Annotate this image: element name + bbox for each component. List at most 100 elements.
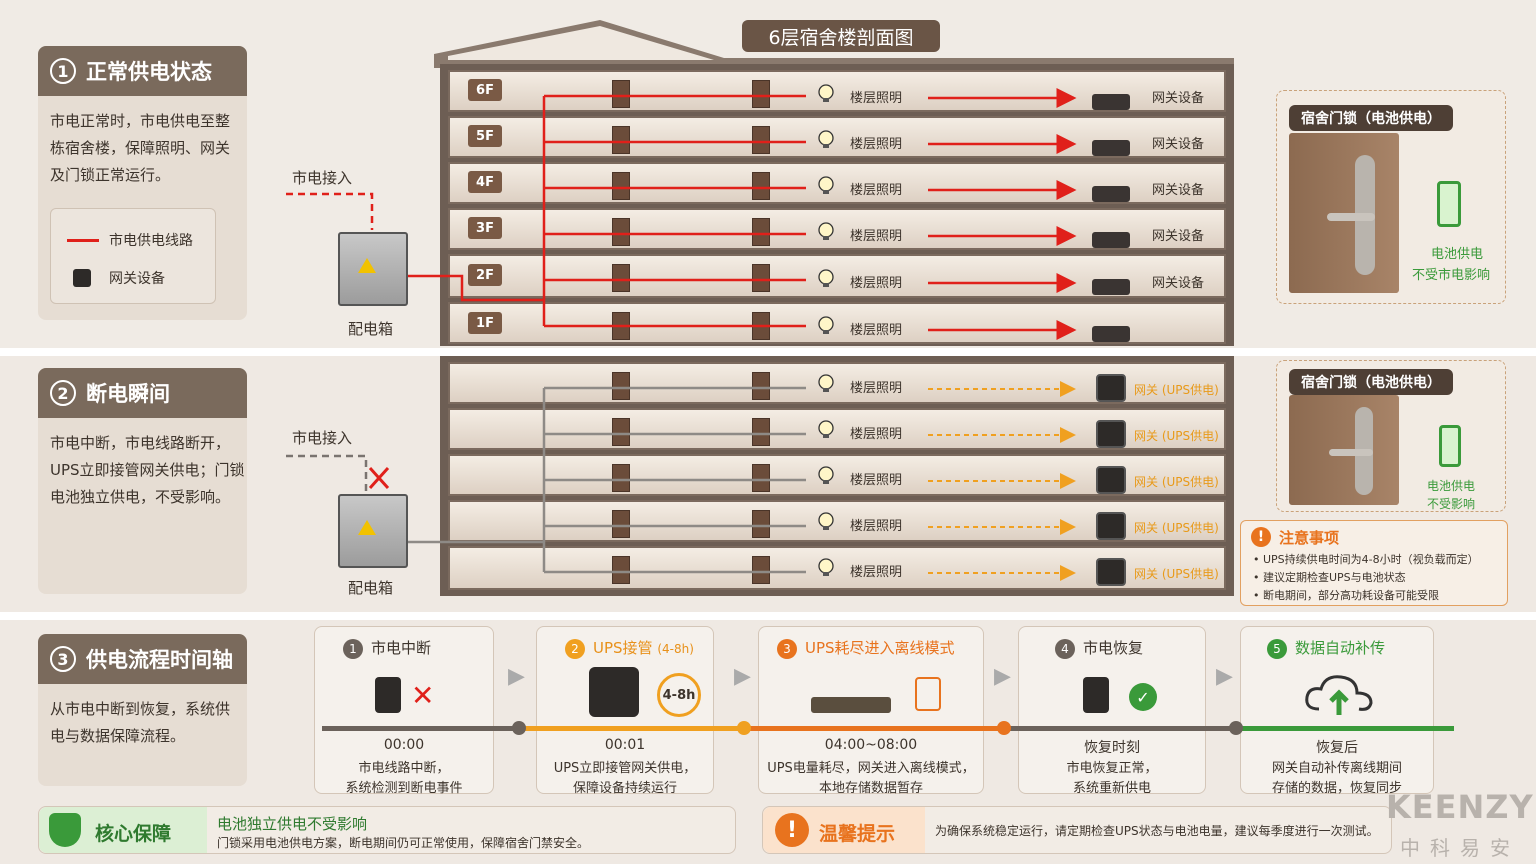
light-label: 楼层照明 (850, 473, 903, 488)
warning-icon (358, 258, 376, 273)
legend-line-label: 市电供电线路 (109, 233, 193, 249)
step-desc: UPS立即接管网关供电， (553, 761, 697, 776)
ups-gateway-label: 网关 (UPS供电) (1134, 521, 1219, 535)
section-2-header: 2 断电瞬间 (38, 368, 247, 418)
step-time: 04:00~08:00 (824, 737, 918, 753)
light-label: 楼层照明 (850, 565, 903, 580)
core-headline: 电池独立供电不受影响 (217, 815, 368, 833)
section-desc: 市电正常时，市电供电至整栋宿舍楼，保障照明、网关及门锁正常运行。 (50, 112, 231, 184)
brand-cn: 中科易安 (1400, 836, 1520, 860)
timeline-segment (1236, 726, 1454, 731)
light-label: 楼层照明 (850, 229, 903, 244)
timeline-dot (512, 721, 526, 735)
mains-in-label: 市电接入 (292, 429, 353, 447)
plug-icon (375, 677, 401, 713)
timeline-segment (744, 726, 1004, 731)
door-icon (612, 418, 630, 446)
bulb-icon (818, 84, 834, 102)
bulb-icon (818, 466, 834, 484)
section-1-body: 市电正常时，市电供电至整栋宿舍楼，保障照明、网关及门锁正常运行。 市电供电线路 … (38, 96, 247, 320)
lock-note1: 电池供电 (1426, 479, 1475, 493)
section-desc: 从市电中断到恢复，系统供电与数据保障流程。 (50, 700, 231, 745)
ups-icon (1096, 374, 1126, 402)
duration-badge: 4-8h (657, 673, 701, 717)
section-number: 3 (50, 646, 76, 672)
door-icon (612, 126, 630, 154)
floor-label: 2F (468, 264, 502, 286)
ups-gateway-label: 网关 (UPS供电) (1134, 429, 1219, 443)
step-time: 00:00 (383, 737, 425, 753)
lock-title: 宿舍门锁（电池供电） (1289, 369, 1453, 395)
cross-icon: ✕ (411, 679, 435, 712)
ups-gateway-label: 网关 (UPS供电) (1134, 383, 1219, 397)
gateway-router-icon (1092, 186, 1130, 202)
light-label: 楼层照明 (850, 91, 903, 106)
step-desc: 市电恢复正常， (1066, 761, 1158, 776)
step-time: 恢复时刻 (1084, 740, 1140, 756)
door-icon (612, 80, 630, 108)
notice-box: ! 注意事项 • UPS持续供电时间为4-8小时（视负载而定） • 建议定期检查… (1240, 520, 1508, 606)
door-icon (752, 464, 770, 492)
ups-icon (1096, 466, 1126, 494)
lock-handle (1327, 213, 1375, 221)
section-3-body: 从市电中断到恢复，系统供电与数据保障流程。 (38, 684, 247, 786)
door-icon (752, 218, 770, 246)
notice-item: • 断电期间，部分高功耗设备可能受限 (1253, 589, 1439, 602)
light-label: 楼层照明 (850, 137, 903, 152)
door-icon (612, 312, 630, 340)
step-desc: 保障设备持续运行 (572, 781, 677, 796)
door-icon (752, 126, 770, 154)
door-icon (752, 312, 770, 340)
ups-gateway-label: 网关 (UPS供电) (1134, 475, 1219, 489)
door-icon (752, 264, 770, 292)
door-icon (752, 80, 770, 108)
alert-icon: ! (1251, 527, 1271, 547)
gateway-router-icon (1092, 232, 1130, 248)
bulb-icon (818, 130, 834, 148)
light-label: 楼层照明 (850, 381, 903, 396)
core-title: 核心保障 (95, 823, 172, 845)
plug-icon (1083, 677, 1109, 713)
router-icon (811, 697, 891, 713)
lock-panel-outage: 宿舍门锁（电池供电） 电池供电 不受影响 (1276, 360, 1506, 512)
gateway-label: 网关设备 (1152, 91, 1205, 106)
step-desc: 本地存储数据暂存 (818, 781, 923, 796)
bulb-icon (818, 420, 834, 438)
section-number: 1 (50, 58, 76, 84)
floor-label: 3F (468, 217, 502, 239)
section-2-body: 市电中断，市电线路断开，UPS立即接管网关供电；门锁电池独立供电，不受影响。 (38, 418, 247, 594)
light-label: 楼层照明 (850, 183, 903, 198)
lock-note1: 电池供电 (1430, 247, 1483, 262)
section-desc: 市电中断，市电线路断开，UPS立即接管网关供电；门锁电池独立供电，不受影响。 (50, 434, 245, 506)
roof (434, 20, 1234, 68)
timeline-segment (322, 726, 520, 731)
light-label: 楼层照明 (850, 427, 903, 442)
floor-label: 5F (468, 125, 502, 147)
legend-gateway-label: 网关设备 (109, 271, 165, 287)
notice-item: • UPS持续供电时间为4-8小时（视负载而定） (1253, 553, 1479, 566)
step-desc: 系统重新供电 (1072, 781, 1151, 796)
timeline-dot (1229, 721, 1243, 735)
cloud-upload-icon (1305, 675, 1373, 715)
floor-label: 6F (468, 79, 502, 101)
battery-empty-icon (915, 677, 941, 711)
shield-icon (49, 813, 81, 847)
step-desc: UPS电量耗尽，网关进入离线模式， (767, 761, 975, 776)
door-icon (752, 556, 770, 584)
notice-item: • 建议定期检查UPS与电池状态 (1253, 571, 1406, 584)
section-title: 正常供电状态 (86, 60, 212, 84)
door-icon (612, 556, 630, 584)
divider (0, 348, 1536, 356)
light-label: 楼层照明 (850, 519, 903, 534)
core-desc: 门锁采用电池供电方案，断电期间仍可正常使用，保障宿舍门禁安全。 (217, 836, 590, 850)
bulb-icon (818, 269, 834, 287)
door-image (1289, 395, 1399, 505)
ups-icon (1096, 512, 1126, 540)
door-image (1289, 133, 1399, 293)
brand-logo: KEENZY (1386, 788, 1534, 826)
